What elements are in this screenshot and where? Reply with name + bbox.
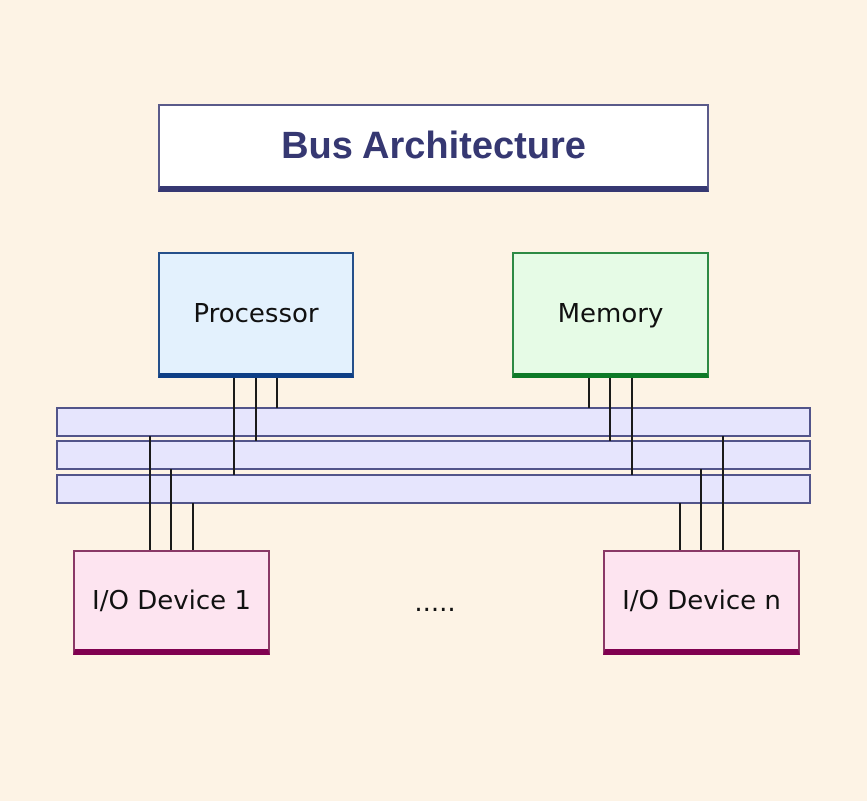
- bus-line-2: [56, 440, 811, 470]
- io-device-1-label: I/O Device 1: [92, 585, 251, 616]
- ion-wire-bus-2: [700, 469, 702, 551]
- memory-label: Memory: [557, 298, 664, 329]
- io-device-n-box: I/O Device n: [603, 550, 800, 655]
- processor-label: Processor: [193, 298, 319, 329]
- title-box: Bus Architecture: [158, 104, 709, 192]
- bus-line-3: [56, 474, 811, 504]
- ellipsis: .....: [414, 588, 456, 618]
- diagram-title: Bus Architecture: [281, 124, 586, 167]
- processor-wire-bus-1: [276, 378, 278, 408]
- io1-wire-bus-3: [192, 503, 194, 551]
- memory-box: Memory: [512, 252, 709, 378]
- processor-wire-bus-2: [255, 378, 257, 441]
- memory-wire-bus-1: [588, 378, 590, 408]
- memory-wire-bus-2: [609, 378, 611, 441]
- bus-line-1: [56, 407, 811, 437]
- io1-wire-bus-1: [149, 436, 151, 551]
- io-device-n-label: I/O Device n: [622, 585, 781, 616]
- ion-wire-bus-1: [722, 436, 724, 551]
- memory-wire-bus-3: [631, 378, 633, 475]
- ion-wire-bus-3: [679, 503, 681, 551]
- io1-wire-bus-2: [170, 469, 172, 551]
- io-device-1-box: I/O Device 1: [73, 550, 270, 655]
- processor-box: Processor: [158, 252, 354, 378]
- processor-wire-bus-3: [233, 378, 235, 475]
